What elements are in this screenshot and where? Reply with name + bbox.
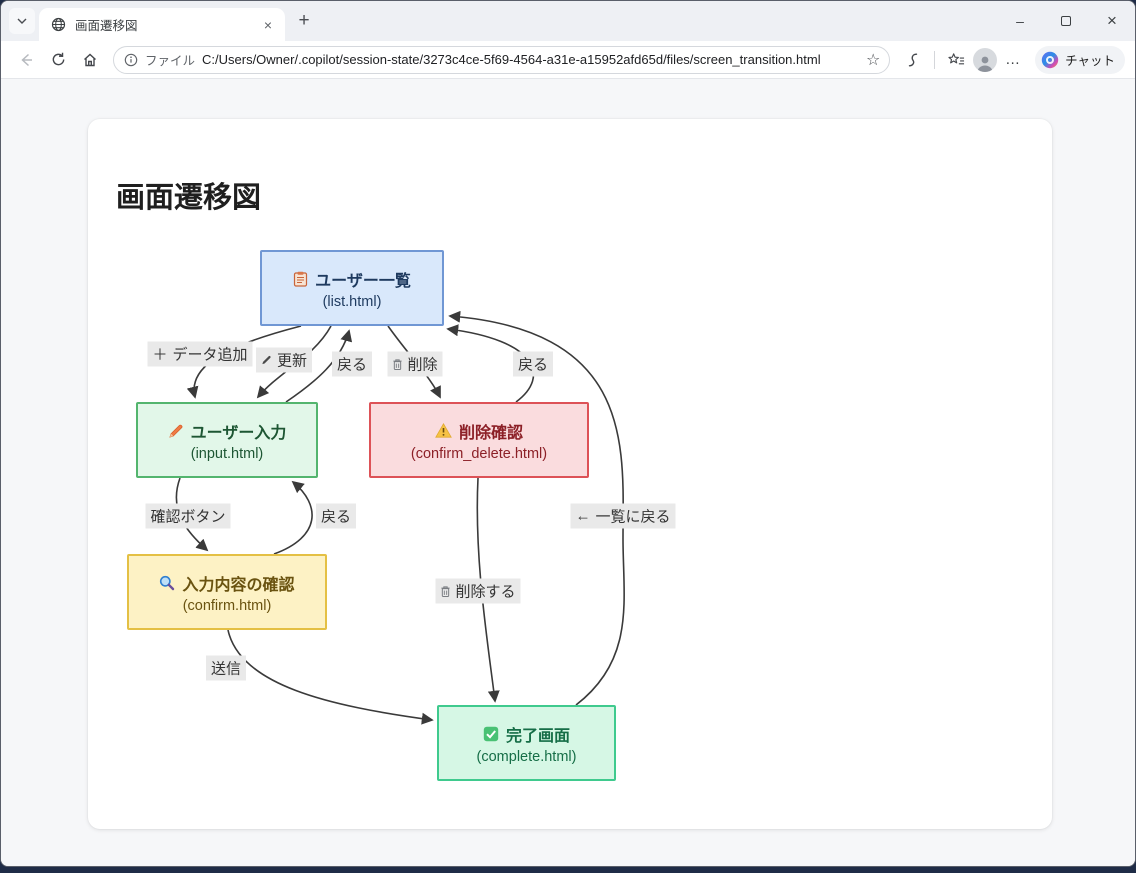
edge-label-confirm-button: 確認ボタン (145, 503, 231, 529)
edge-label-do-delete: 削除する (435, 578, 521, 604)
address-bar[interactable]: ファイル C:/Users/Owner/.copilot/session-sta… (113, 45, 891, 74)
favorite-star-button[interactable]: ☆ (865, 51, 881, 69)
node-input-confirm: 入力内容の確認 (confirm.html) (127, 554, 327, 630)
node-file-text: (confirm_delete.html) (410, 445, 548, 462)
window-controls: – × (997, 1, 1135, 41)
warning-icon (435, 423, 452, 438)
node-file-text: (input.html) (190, 445, 264, 462)
reload-button[interactable] (43, 45, 73, 75)
trash-icon (440, 585, 450, 597)
edge-input-to-list-back (285, 329, 353, 403)
back-button[interactable] (11, 45, 41, 75)
home-icon (84, 53, 96, 66)
node-user-list: ユーザー一覧 (list.html) (260, 250, 444, 326)
url-scheme-label: ファイル (145, 54, 196, 68)
copilot-chat-button[interactable]: チャット (1035, 45, 1125, 74)
chevron-down-icon (17, 18, 27, 24)
screen-transition-diagram: ユーザー一覧 (list.html) ユーザー入力 (input.html) (88, 119, 1052, 829)
maximize-button[interactable] (1043, 1, 1089, 41)
clipboard-icon (293, 271, 308, 287)
browser-essentials-icon (908, 53, 918, 66)
tab-search-button[interactable] (9, 8, 35, 34)
edge-label-delete: 削除 (387, 351, 443, 377)
browser-tab[interactable]: 画面遷移図 × (39, 8, 285, 41)
edge-label-send: 送信 (205, 655, 247, 681)
profile-avatar[interactable] (973, 47, 998, 72)
node-title-text: 削除確認 (458, 424, 523, 442)
pencil-icon (168, 423, 184, 439)
edge-label-back-3: 戻る (315, 503, 357, 529)
maximize-icon (1061, 16, 1071, 26)
person-icon (977, 56, 993, 72)
title-bar: 画面遷移図 × + – × (1, 1, 1135, 41)
new-tab-button[interactable]: + (298, 10, 310, 31)
magnifier-icon (159, 575, 175, 591)
node-file-text: (list.html) (322, 293, 382, 310)
browser-toolbar: ファイル C:/Users/Owner/.copilot/session-sta… (1, 41, 1135, 79)
reload-icon (52, 52, 64, 66)
url-text[interactable]: C:/Users/Owner/.copilot/session-state/32… (202, 52, 821, 67)
close-button[interactable]: × (1107, 11, 1117, 30)
node-title-text: ユーザー入力 (190, 424, 287, 442)
tab-title: 画面遷移図 (75, 19, 138, 33)
node-file-text: (confirm.html) (182, 597, 272, 614)
favorites-button[interactable] (941, 45, 971, 75)
back-icon (21, 53, 32, 66)
minimize-button[interactable]: – (1016, 13, 1024, 29)
edge-label-back-2: 戻る (512, 351, 554, 377)
home-button[interactable] (75, 45, 105, 75)
edge-label-return-to-list: ← 一覧に戻る (570, 503, 676, 529)
globe-icon (51, 17, 66, 32)
node-delete-confirm: 削除確認 (confirm_delete.html) (369, 402, 589, 478)
arrow-left-icon: ← (575, 507, 591, 525)
copilot-logo-icon (1041, 51, 1059, 69)
node-title-text: ユーザー一覧 (315, 272, 411, 290)
tab-close-button[interactable]: × (263, 16, 273, 33)
browser-essentials-button[interactable] (898, 45, 928, 75)
page-content: 画面遷移図 (1, 79, 1135, 866)
node-title-text: 完了画面 (505, 727, 570, 745)
favorites-star-lines-icon (947, 52, 964, 64)
toolbar-divider (934, 50, 936, 69)
edge-confirm-to-complete-send (227, 629, 434, 725)
copilot-chat-label: チャット (1065, 54, 1115, 68)
plus-icon: ＋ (152, 346, 168, 364)
edge-label-add-data: ＋ データ追加 (147, 341, 253, 367)
node-complete: 完了画面 (complete.html) (437, 705, 616, 781)
page-title: 画面遷移図 (116, 182, 262, 214)
info-icon[interactable] (124, 53, 138, 67)
node-title-text: 入力内容の確認 (182, 576, 295, 594)
node-user-input: ユーザー入力 (input.html) (136, 402, 318, 478)
pencil-small-icon (261, 355, 272, 366)
check-icon (483, 726, 499, 742)
edge-label-back-1: 戻る (331, 351, 373, 377)
edge-confirm-to-input-back (273, 480, 313, 555)
trash-icon (392, 358, 402, 370)
settings-more-button[interactable]: … (1005, 51, 1022, 68)
edge-label-update: 更新 (255, 347, 313, 373)
node-file-text: (complete.html) (476, 748, 577, 765)
diagram-card: 画面遷移図 (88, 119, 1052, 829)
